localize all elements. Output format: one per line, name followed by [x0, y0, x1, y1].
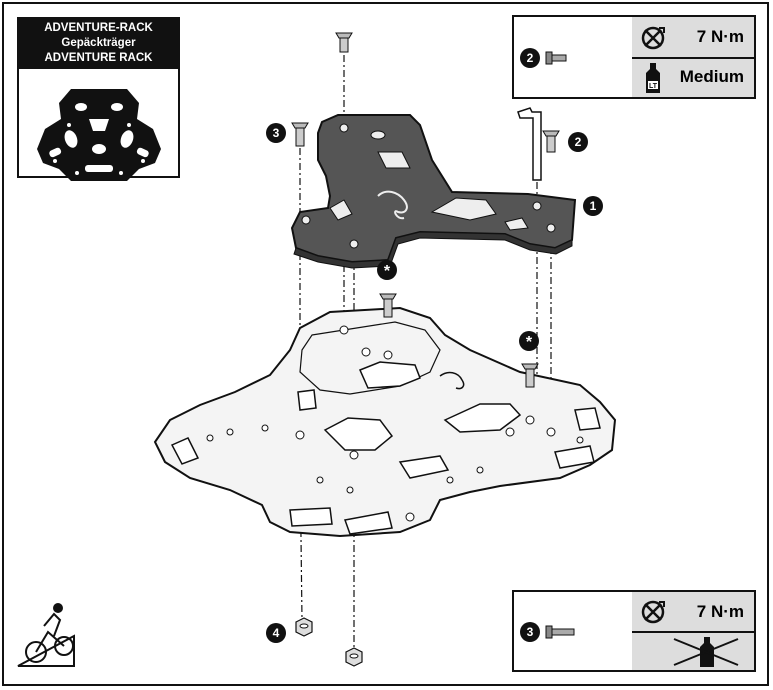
torque-row: 7 N·m	[632, 592, 754, 633]
hex-key-icon	[517, 107, 542, 181]
svg-text:LT: LT	[649, 83, 658, 90]
torque-spec-box-top: 2 7 N·m LT Medium	[512, 15, 756, 99]
rack-thumbnail-icon	[37, 89, 161, 181]
torque-wrench-icon	[641, 26, 665, 50]
callout-badge-3: 3	[520, 622, 540, 642]
screw-2-right	[542, 130, 560, 153]
callout-badge-2: 2	[520, 48, 540, 68]
callout-badge-3: 3	[266, 123, 286, 143]
callout-badge-1: 1	[583, 196, 603, 216]
threadlock-row: LT Medium	[632, 57, 754, 97]
nut-left	[295, 617, 313, 637]
torque-value: 7 N·m	[696, 27, 744, 46]
no-threadlock-icon	[673, 637, 739, 667]
nut-right	[345, 647, 363, 667]
torque-spec-box-bottom: 3 7 N·m	[512, 590, 756, 672]
callout-badge-2: 2	[568, 132, 588, 152]
torque-values-cell: 7 N·m LT Medium	[632, 17, 754, 97]
countersunk-screw-icon	[545, 51, 567, 65]
threadlock-bottle-icon: LT	[646, 63, 660, 93]
threadlock-strength: Medium	[679, 67, 744, 86]
threadlock-row	[632, 631, 754, 670]
screw-top	[335, 32, 353, 53]
adventure-rack	[153, 306, 617, 538]
screw-star-b	[521, 363, 539, 388]
countersunk-screw-icon	[545, 625, 575, 639]
product-inset: ADVENTURE-RACK Gepäckträger ADVENTURE RA…	[17, 17, 180, 181]
adapter-plate	[290, 114, 577, 269]
torque-values-cell: 7 N·m	[632, 592, 754, 670]
inset-title-line1: ADVENTURE-RACK Gepäckträger	[44, 22, 153, 49]
callout-star-b: *	[519, 331, 539, 351]
callout-badge-4: 4	[266, 623, 286, 643]
screw-3-left	[291, 122, 309, 147]
motorcycle-orientation-icon	[17, 603, 75, 667]
torque-wrench-icon	[641, 600, 665, 624]
inset-title: ADVENTURE-RACK Gepäckträger ADVENTURE RA…	[19, 19, 178, 69]
screw-star-a	[379, 293, 397, 318]
torque-row: 7 N·m	[632, 17, 754, 59]
torque-value: 7 N·m	[696, 601, 744, 621]
inset-title-line2: ADVENTURE RACK	[44, 52, 153, 64]
callout-star-a: *	[377, 260, 397, 280]
